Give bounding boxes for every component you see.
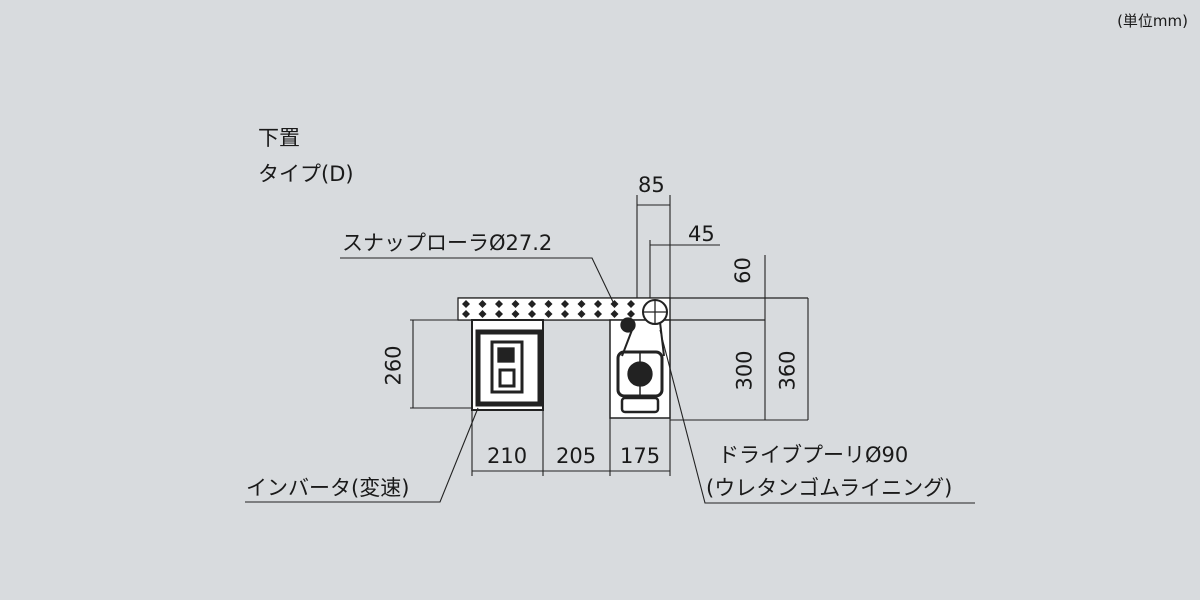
roller-mark xyxy=(528,300,536,308)
roller-mark xyxy=(462,310,470,318)
roller-mark xyxy=(627,310,635,318)
type-title-line1: 下置 xyxy=(258,126,300,150)
roller-mark xyxy=(561,310,569,318)
unit-label: (単位mm) xyxy=(1117,12,1188,30)
roller-mark xyxy=(478,310,487,318)
roller-mark xyxy=(627,300,635,308)
roller-mark xyxy=(594,300,602,308)
roller-mark xyxy=(495,310,503,318)
roller-mark xyxy=(511,310,520,318)
inverter-label: インバータ(変速) xyxy=(246,476,410,500)
dimension-lines xyxy=(410,195,809,476)
dim-45: 45 xyxy=(688,222,715,246)
roller-mark xyxy=(544,300,553,308)
dim-210: 210 xyxy=(487,444,528,468)
roller-mark xyxy=(577,310,586,318)
drive-pulley-label-1: ドライブプーリØ90 xyxy=(718,443,909,467)
roller-mark xyxy=(478,300,487,308)
dim-175: 175 xyxy=(620,444,661,468)
snap-roller-label: スナップローラØ27.2 xyxy=(342,231,553,255)
inverter-box xyxy=(471,319,544,411)
roller-mark xyxy=(594,310,602,318)
roller-mark xyxy=(544,310,553,318)
roller-mark xyxy=(511,300,520,308)
roller-mark xyxy=(610,310,619,318)
drive-pulley-label-2: (ウレタンゴムライニング) xyxy=(706,476,953,500)
leader-lines xyxy=(245,257,975,504)
roller-mark xyxy=(462,300,470,308)
dim-60: 60 xyxy=(730,257,755,284)
dim-85: 85 xyxy=(638,173,665,197)
type-title-line2: タイプ(D) xyxy=(258,162,354,186)
dim-260: 260 xyxy=(381,345,406,386)
roller-mark xyxy=(528,310,536,318)
dim-300: 300 xyxy=(732,350,757,391)
roller-mark xyxy=(561,300,569,308)
roller-mark xyxy=(495,300,503,308)
roller-mark xyxy=(577,300,586,308)
dim-205: 205 xyxy=(556,444,597,468)
dim-360: 360 xyxy=(775,350,800,391)
conveyor-frame xyxy=(457,297,808,321)
